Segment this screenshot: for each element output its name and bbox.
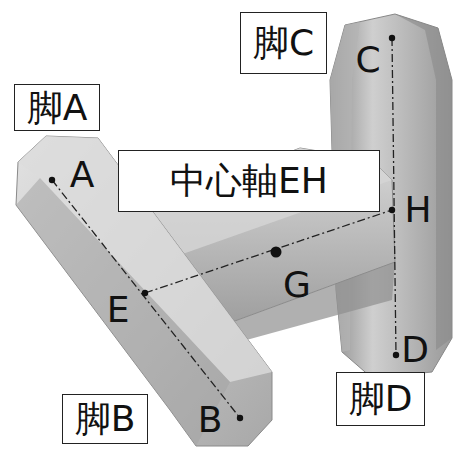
- point-dot: [142, 290, 148, 296]
- centroid-dot: [271, 247, 282, 258]
- point-dot: [389, 207, 395, 213]
- part-name: 脚B: [75, 398, 136, 439]
- label-box: 脚D: [336, 372, 425, 426]
- axis-line-ab: [52, 180, 240, 418]
- point-letter: A: [70, 154, 95, 195]
- point-letter: C: [355, 39, 380, 80]
- label-box: 脚B: [62, 394, 148, 444]
- label-box: 中心軸EH: [118, 150, 380, 212]
- axis-lines: [52, 38, 396, 418]
- part-name: 中心軸EH: [170, 160, 328, 201]
- point-letter: D: [401, 329, 429, 370]
- label-box: 脚C: [240, 12, 327, 74]
- point-letter: G: [283, 264, 311, 305]
- part-name: 脚D: [349, 378, 413, 419]
- point-letter: B: [198, 399, 223, 440]
- label-box: 脚A: [14, 84, 100, 131]
- point-dot: [393, 352, 399, 358]
- point-letter: E: [107, 289, 130, 330]
- axis-line-cd: [392, 38, 396, 355]
- part-name: 脚C: [253, 22, 314, 63]
- part-name: 脚A: [27, 87, 88, 128]
- point-dot: [237, 415, 243, 421]
- point-dot: [389, 35, 395, 41]
- point-letter: H: [404, 189, 431, 230]
- axis-line-eh: [145, 210, 392, 293]
- point-dot: [49, 177, 55, 183]
- axis-points: [49, 35, 399, 421]
